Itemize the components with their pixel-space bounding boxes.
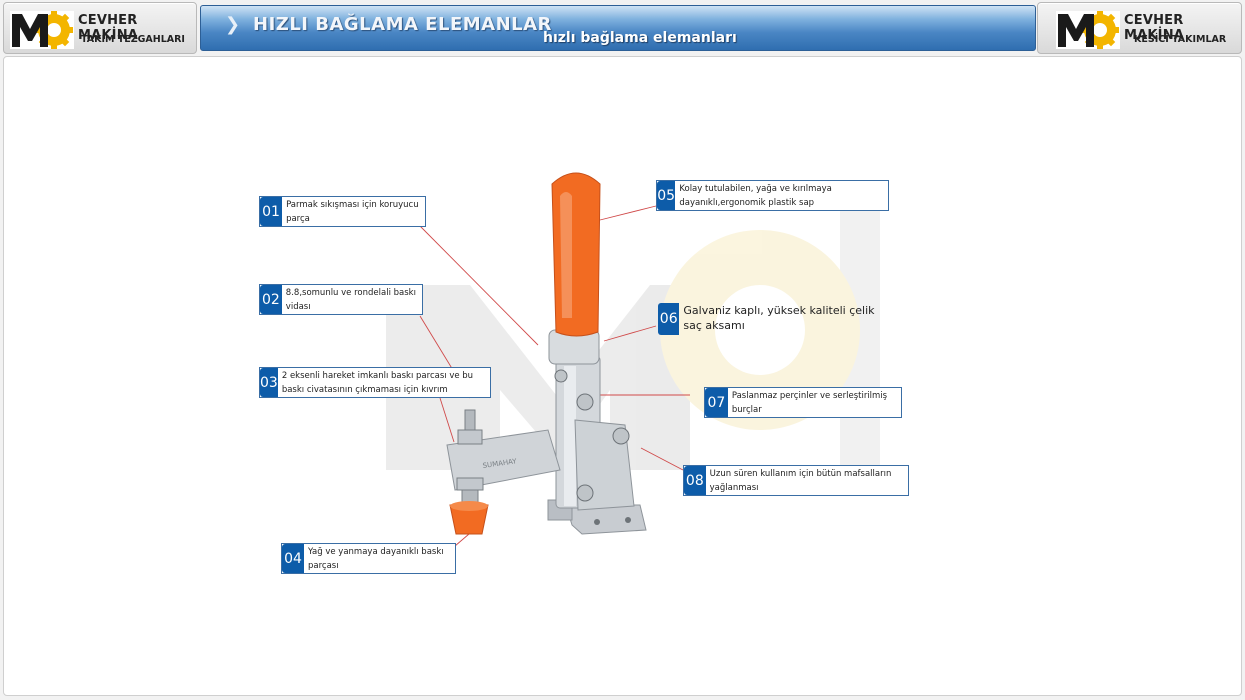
callout-05: 05 Kolay tutulabilen, yağa ve kırılmaya … xyxy=(656,180,889,211)
logo-left[interactable]: CEVHER MAKİNA TAKIM TEZGAHLARI xyxy=(3,2,197,54)
page-title: HIZLI BAĞLAMA ELEMANLAR xyxy=(253,14,552,35)
callout-04: 04 Yağ ve yanmaya dayanıklı baskı parças… xyxy=(281,543,456,574)
mc-logo-icon xyxy=(10,11,74,49)
callout-text: Yağ ve yanmaya dayanıklı baskı parçası xyxy=(308,547,444,571)
callout-07: 07 Paslanmaz perçinler ve serleştirilmiş… xyxy=(704,387,902,418)
callout-text: Galvaniz kaplı, yüksek kaliteli çelik sa… xyxy=(683,304,875,332)
callout-text: Uzun süren kullanım için bütün mafsallar… xyxy=(709,469,892,493)
content-panel xyxy=(3,56,1242,696)
callout-number: 04 xyxy=(282,544,305,573)
mc-logo-icon xyxy=(1056,11,1120,49)
brand-name: CEVHER MAKİNA xyxy=(1124,13,1185,43)
callout-text: 8.8,somunlu ve rondelali baskı vidası xyxy=(285,288,416,312)
brand-name: CEVHER MAKİNA xyxy=(78,13,139,43)
title-banner: ❯ HIZLI BAĞLAMA ELEMANLAR hızlı bağlama … xyxy=(200,5,1036,51)
callout-text: Kolay tutulabilen, yağa ve kırılmaya day… xyxy=(679,184,832,208)
callout-06: 06 Galvaniz kaplı, yüksek kaliteli çelik… xyxy=(658,303,898,335)
callout-02: 02 8.8,somunlu ve rondelali baskı vidası xyxy=(259,284,423,315)
callout-text: Paslanmaz perçinler ve serleştirilmiş bu… xyxy=(731,391,888,415)
logo-right[interactable]: CEVHER MAKİNA KESİCİ TAKIMLAR xyxy=(1037,2,1242,54)
callout-number: 01 xyxy=(260,197,283,226)
callout-number: 06 xyxy=(658,303,680,335)
page-subtitle: hızlı bağlama elemanları xyxy=(543,30,737,46)
callout-number: 02 xyxy=(260,285,282,314)
callout-03: 03 2 eksenli hareket imkanlı baskı parca… xyxy=(259,367,491,398)
brand-subtitle: KESİCİ TAKIMLAR xyxy=(1134,34,1227,45)
callout-text: 2 eksenli hareket imkanlı baskı parcası … xyxy=(281,371,474,395)
callout-01: 01 Parmak sıkışması için koruyucu parça xyxy=(259,196,426,227)
callout-number: 03 xyxy=(260,368,278,397)
chevron-right-icon: ❯ xyxy=(225,14,241,35)
callout-number: 08 xyxy=(684,466,706,495)
brand-subtitle: TAKIM TEZGAHLARI xyxy=(81,34,185,45)
callout-08: 08 Uzun süren kullanım için bütün mafsal… xyxy=(683,465,909,496)
callout-text: Parmak sıkışması için koruyucu parça xyxy=(286,200,419,224)
callout-number: 05 xyxy=(657,181,676,210)
callout-number: 07 xyxy=(705,388,728,417)
page-header: CEVHER MAKİNA TAKIM TEZGAHLARI ❯ HIZLI B… xyxy=(0,0,1245,56)
